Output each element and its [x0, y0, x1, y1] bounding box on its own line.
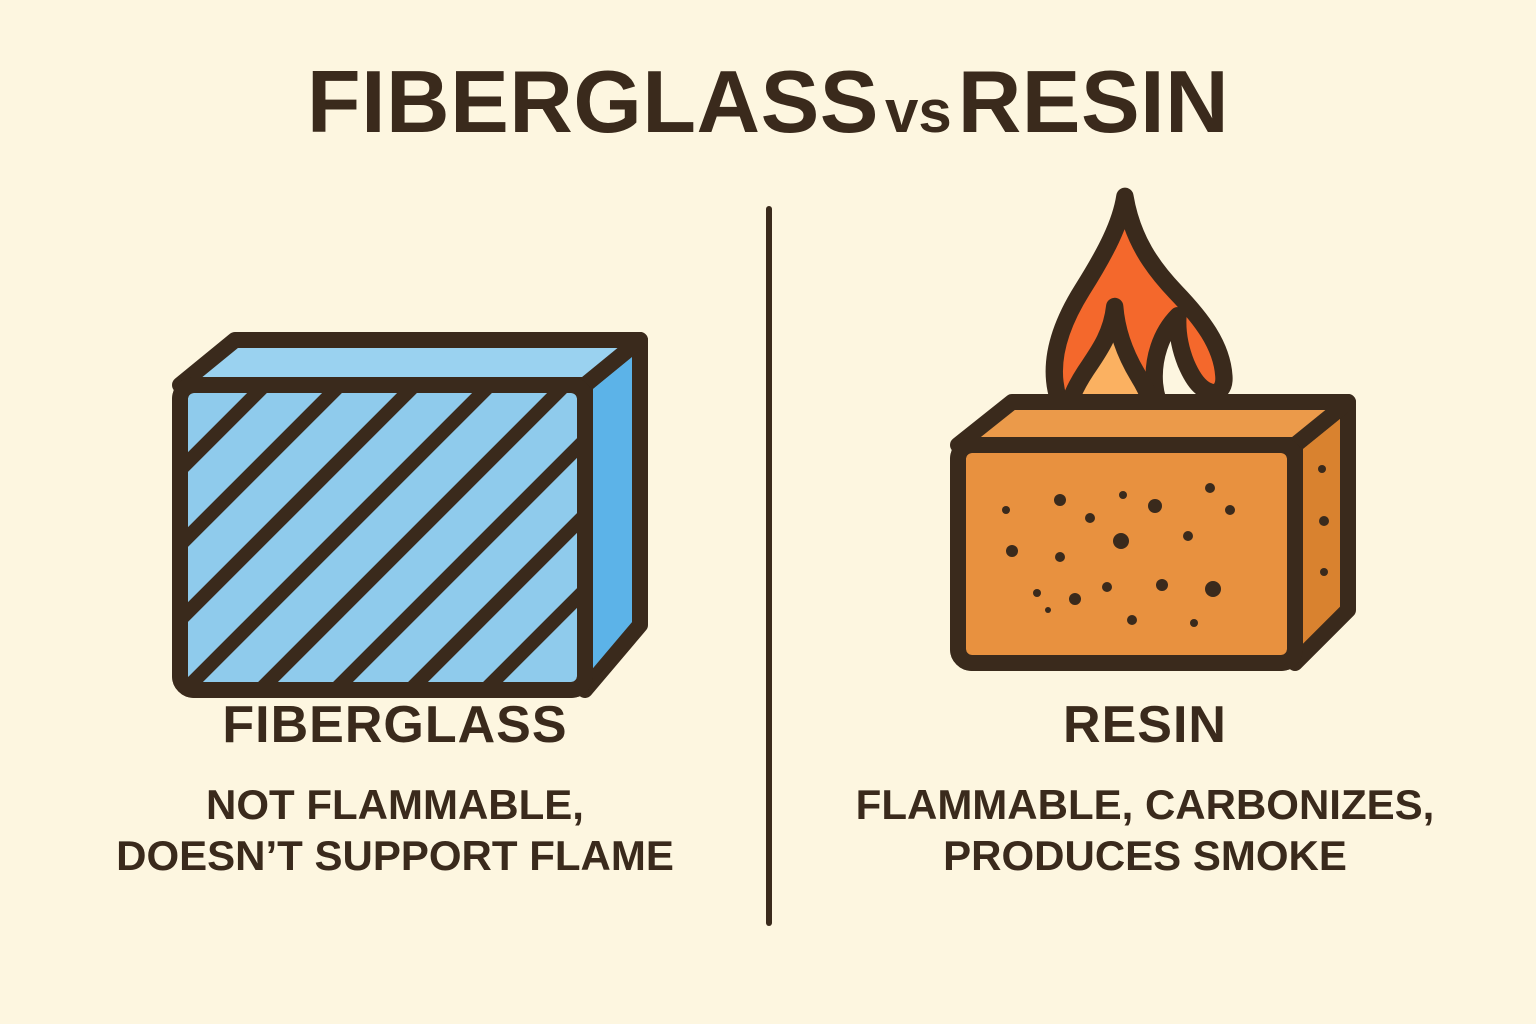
title-part-fiberglass: FIBERGLASS	[306, 52, 879, 151]
resin-front-outline	[950, 437, 1303, 671]
right-panel-resin: RESIN FLAMMABLE, CARBONIZES, PRODUCES SM…	[790, 180, 1500, 960]
left-heading: FIBERGLASS	[222, 696, 568, 754]
right-heading: RESIN	[1063, 696, 1227, 754]
left-caption: FIBERGLASS NOT FLAMMABLE, DOESN’T SUPPOR…	[40, 698, 750, 881]
fiberglass-illustration	[40, 180, 750, 700]
resin-illustration	[790, 180, 1500, 700]
left-subtext-line1: NOT FLAMMABLE,	[206, 780, 584, 828]
right-subtext-line2: PRODUCES SMOKE	[943, 831, 1347, 879]
right-caption: RESIN FLAMMABLE, CARBONIZES, PRODUCES SM…	[790, 698, 1500, 881]
resin-speckles-side	[1318, 465, 1329, 576]
resin-speckles-front	[1002, 483, 1235, 627]
resin-brick-svg	[950, 187, 1356, 671]
fiberglass-block-svg	[172, 332, 648, 698]
right-subtext-line1: FLAMMABLE, CARBONIZES,	[855, 780, 1435, 828]
fiberglass-side-face	[577, 332, 648, 698]
left-panel-fiberglass: FIBERGLASS NOT FLAMMABLE, DOESN’T SUPPOR…	[40, 180, 750, 960]
title-part-resin: RESIN	[957, 52, 1230, 151]
title-connector-vs: vs	[884, 78, 952, 145]
fiberglass-front-outline	[172, 377, 593, 698]
column-divider	[766, 206, 772, 926]
left-subtext-line2: DOESN’T SUPPORT FLAME	[116, 831, 674, 879]
